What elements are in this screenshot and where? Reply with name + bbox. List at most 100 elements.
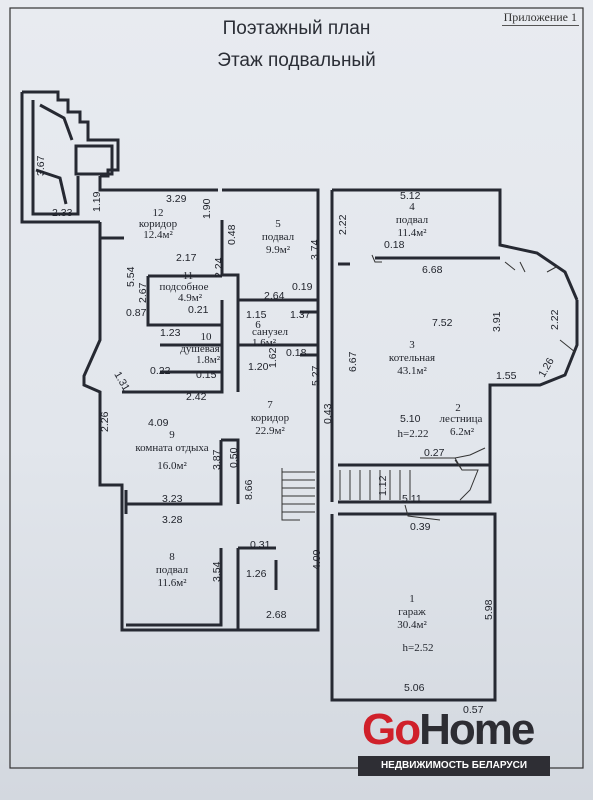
room-5-num: 5	[275, 218, 281, 230]
dim-label: 5.06	[404, 682, 425, 694]
stairs	[281, 254, 576, 521]
room-9-num: 9	[169, 429, 175, 441]
room-7-name: коридор	[251, 412, 290, 424]
dim-label: 1.26	[246, 568, 267, 580]
room-10-num: 10	[201, 331, 213, 343]
room-9-area: 16.0м²	[157, 460, 187, 472]
room-2-area: 6.2м²	[450, 426, 475, 438]
dim-label: 1.12	[377, 475, 389, 496]
dim-label: 3.74	[309, 239, 321, 260]
room-3-num: 3	[409, 339, 415, 351]
dim-label: 8.66	[243, 479, 255, 500]
room-4-area: 11.4м²	[397, 227, 427, 239]
dim-label: 1.62	[267, 347, 279, 368]
dim-label: 4.09	[148, 417, 169, 429]
room-10-name: душевая	[180, 343, 219, 355]
dim-label: 6.67	[347, 351, 359, 372]
dim-label: 0.22	[150, 365, 171, 377]
dim-label: 0.18	[286, 347, 307, 359]
dim-label: 0.43	[322, 403, 334, 424]
dim-label: 2.42	[186, 391, 207, 403]
dim-label: 4.09	[311, 549, 323, 570]
dim-label: 2.26	[99, 411, 111, 432]
dim-label: 2.68	[266, 609, 287, 621]
room-4-num: 4	[409, 201, 415, 213]
room-7-num: 7	[267, 399, 273, 411]
room-12-area: 12.4м²	[143, 229, 173, 241]
room-1-num: 1	[409, 593, 415, 605]
room-8-num: 8	[169, 551, 175, 563]
dim-label: 0.18	[384, 239, 405, 251]
sheet-border	[9, 7, 584, 769]
dim-label: 1.23	[160, 327, 181, 339]
dim-label: 0.50	[228, 447, 240, 468]
room-11-num: 11	[183, 270, 194, 282]
dim-label: 5.27	[310, 365, 322, 386]
dim-label: 3.54	[211, 561, 223, 582]
room-12-num: 12	[153, 207, 164, 219]
room-12-name: коридор	[139, 218, 178, 230]
room-8-name: подвал	[156, 564, 189, 576]
dim-label: 3.28	[162, 514, 183, 526]
dim-label: 0.21	[188, 304, 209, 316]
dim-label: 1.19	[91, 191, 103, 212]
dim-label: 3.67	[35, 155, 47, 176]
dim-label: 5.11	[402, 493, 422, 505]
room-1-area: 30.4м²	[397, 619, 427, 631]
room-11-area: 4.9м²	[178, 292, 203, 304]
floor-subtitle: Этаж подвальный	[217, 50, 376, 71]
dim-label: 1.26	[536, 356, 557, 380]
dim-label: 5.12	[400, 190, 421, 202]
room-3-area: 43.1м²	[397, 365, 427, 377]
room-2-height: h=2.22	[398, 428, 429, 440]
dim-label: 0.15	[196, 369, 217, 381]
dim-label: 1.55	[496, 370, 517, 382]
logo-go: Go	[362, 705, 421, 754]
dim-label: 5.98	[483, 599, 495, 620]
dim-label: 0.31	[250, 539, 271, 551]
room-11-name: подсобное	[159, 281, 208, 293]
walls	[20, 90, 579, 702]
dim-label: 6.68	[422, 264, 443, 276]
appendix-label: Приложение 1	[501, 10, 579, 26]
dim-label: 1.20	[248, 361, 269, 373]
dim-label: 2.24	[213, 257, 225, 278]
dim-label: 5.54	[125, 266, 137, 287]
room-8-area: 11.6м²	[157, 577, 187, 589]
dim-label: 0.48	[226, 224, 238, 245]
room-3-name: котельная	[389, 352, 435, 364]
dim-label: 1.37	[290, 309, 311, 321]
dim-label: 7.52	[432, 317, 453, 329]
room-labels: 1 гараж 30.4м² h=2.52 3 котельная 43.1м²…	[135, 201, 482, 654]
logo-tagline: НЕДВИЖИМОСТЬ БЕЛАРУСИ	[358, 756, 550, 776]
dim-label: 2.33	[52, 207, 73, 219]
room-4-name: подвал	[396, 214, 429, 226]
room-6-area: 1.6м²	[252, 337, 277, 349]
dim-label: 3.23	[162, 493, 183, 505]
room-1-height: h=2.52	[403, 642, 434, 654]
room-10-area: 1.8м²	[196, 354, 221, 366]
dim-label: 3.29	[166, 193, 187, 205]
dim-label: 1.90	[201, 198, 213, 219]
logo-home: Home	[419, 705, 535, 754]
room-7-area: 22.9м²	[255, 425, 285, 437]
dim-label: 1.15	[246, 309, 267, 321]
room-5-name: подвал	[262, 231, 295, 243]
dim-label: 5.10	[400, 413, 421, 425]
room-6-name: санузел	[252, 326, 289, 338]
room-9-name: комната отдыха	[135, 442, 208, 454]
room-2-num: 2	[455, 402, 461, 414]
room-2-name: лестница	[440, 413, 483, 425]
dim-label: 0.87	[126, 307, 147, 319]
room-5-area: 9.9м²	[266, 244, 291, 256]
gohome-logo: GoHome НЕДВИЖИМОСТЬ БЕЛАРУСИ	[358, 705, 554, 790]
dim-label: 3.91	[491, 311, 503, 332]
dim-label: 0.19	[292, 281, 313, 293]
dim-label: 0.57	[463, 704, 484, 716]
room-6-num: 6	[255, 319, 261, 331]
dim-label: 2.67	[137, 282, 149, 303]
room-1-name: гараж	[398, 606, 426, 618]
dim-label: 0.39	[410, 521, 431, 533]
